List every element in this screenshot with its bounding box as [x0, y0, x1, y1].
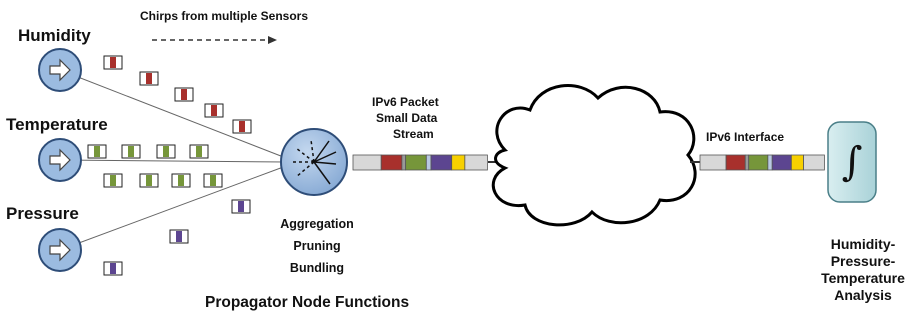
packet-segment [451, 154, 466, 171]
analysis-line-4: Analysis [834, 287, 892, 303]
interface-label: IPv6 Interface [706, 130, 785, 144]
chirp-pressure [169, 229, 189, 244]
packet-segment [748, 154, 769, 171]
packet-segment [771, 154, 792, 171]
chirp-humidity [232, 119, 252, 134]
link-humidity [59, 69, 287, 159]
packet-segment [744, 154, 750, 171]
sensor-nodes [38, 48, 82, 272]
chirp-humidity [204, 103, 224, 118]
chirp-temperature [189, 144, 209, 159]
chirp-temperature [103, 173, 123, 188]
function-aggregation: Aggregation [280, 217, 354, 231]
chirp-humidity [139, 71, 159, 86]
ipv6-packet-bar [352, 154, 488, 171]
sensor-node-humidity[interactable] [38, 48, 82, 92]
sensor-links [59, 69, 287, 251]
packet-segment [725, 154, 746, 171]
packet-label-line-2: Small Data [376, 111, 438, 125]
function-pruning: Pruning [293, 239, 341, 253]
chirp-temperature [87, 144, 107, 159]
analysis-node[interactable]: ∫ [827, 121, 877, 203]
chirps-arrowhead [268, 36, 277, 44]
packet-segment [699, 154, 727, 171]
sensor-node-temperature[interactable] [38, 138, 82, 182]
sensor-label-pressure: Pressure [6, 204, 79, 223]
chirp-humidity [103, 55, 123, 70]
propagator-icon [292, 139, 337, 185]
link-temperature [59, 159, 287, 163]
packet-segment [790, 154, 804, 171]
propagator-node[interactable] [280, 128, 348, 196]
packet-segment [803, 154, 825, 171]
chirp-temperature [156, 144, 176, 159]
packet-segment [352, 154, 382, 171]
packet-segment [405, 154, 427, 171]
chirp-temperature [139, 173, 159, 188]
chirp-packets [87, 55, 252, 276]
packet-segment [767, 154, 773, 171]
chirp-temperature [171, 173, 191, 188]
cloud-icon [491, 84, 697, 227]
arrow-right-icon [49, 58, 71, 82]
chirp-humidity [174, 87, 194, 102]
function-bundling: Bundling [289, 261, 345, 275]
chirps-label: Chirps from multiple Sensors [140, 9, 309, 23]
integral-icon: ∫ [842, 139, 863, 185]
arrow-right-icon [49, 148, 71, 172]
chirp-pressure [231, 199, 251, 214]
packet-segment [380, 154, 403, 171]
sensor-label-temperature: Temperature [6, 115, 108, 134]
packet-segment [464, 154, 488, 171]
ipv6-interface-bar [699, 154, 825, 171]
sensor-node-pressure[interactable] [38, 228, 82, 272]
packet-label-line-3: Stream [393, 127, 434, 141]
analysis-line-1: Humidity- [830, 236, 896, 252]
chirp-pressure [103, 261, 123, 276]
packet-segment [425, 154, 432, 171]
chirp-temperature [121, 144, 141, 159]
arrow-right-icon [49, 238, 71, 262]
propagator-caption: Propagator Node Functions [205, 294, 410, 311]
packet-label-line-1: IPv6 Packet [372, 95, 439, 109]
packet-segment [401, 154, 407, 171]
link-pressure [59, 165, 287, 251]
chirp-temperature [203, 173, 223, 188]
packet-segment [430, 154, 453, 171]
analysis-line-3: Temperature [821, 270, 905, 286]
analysis-line-2: Pressure- [830, 253, 896, 269]
sensor-label-humidity: Humidity [18, 26, 91, 45]
